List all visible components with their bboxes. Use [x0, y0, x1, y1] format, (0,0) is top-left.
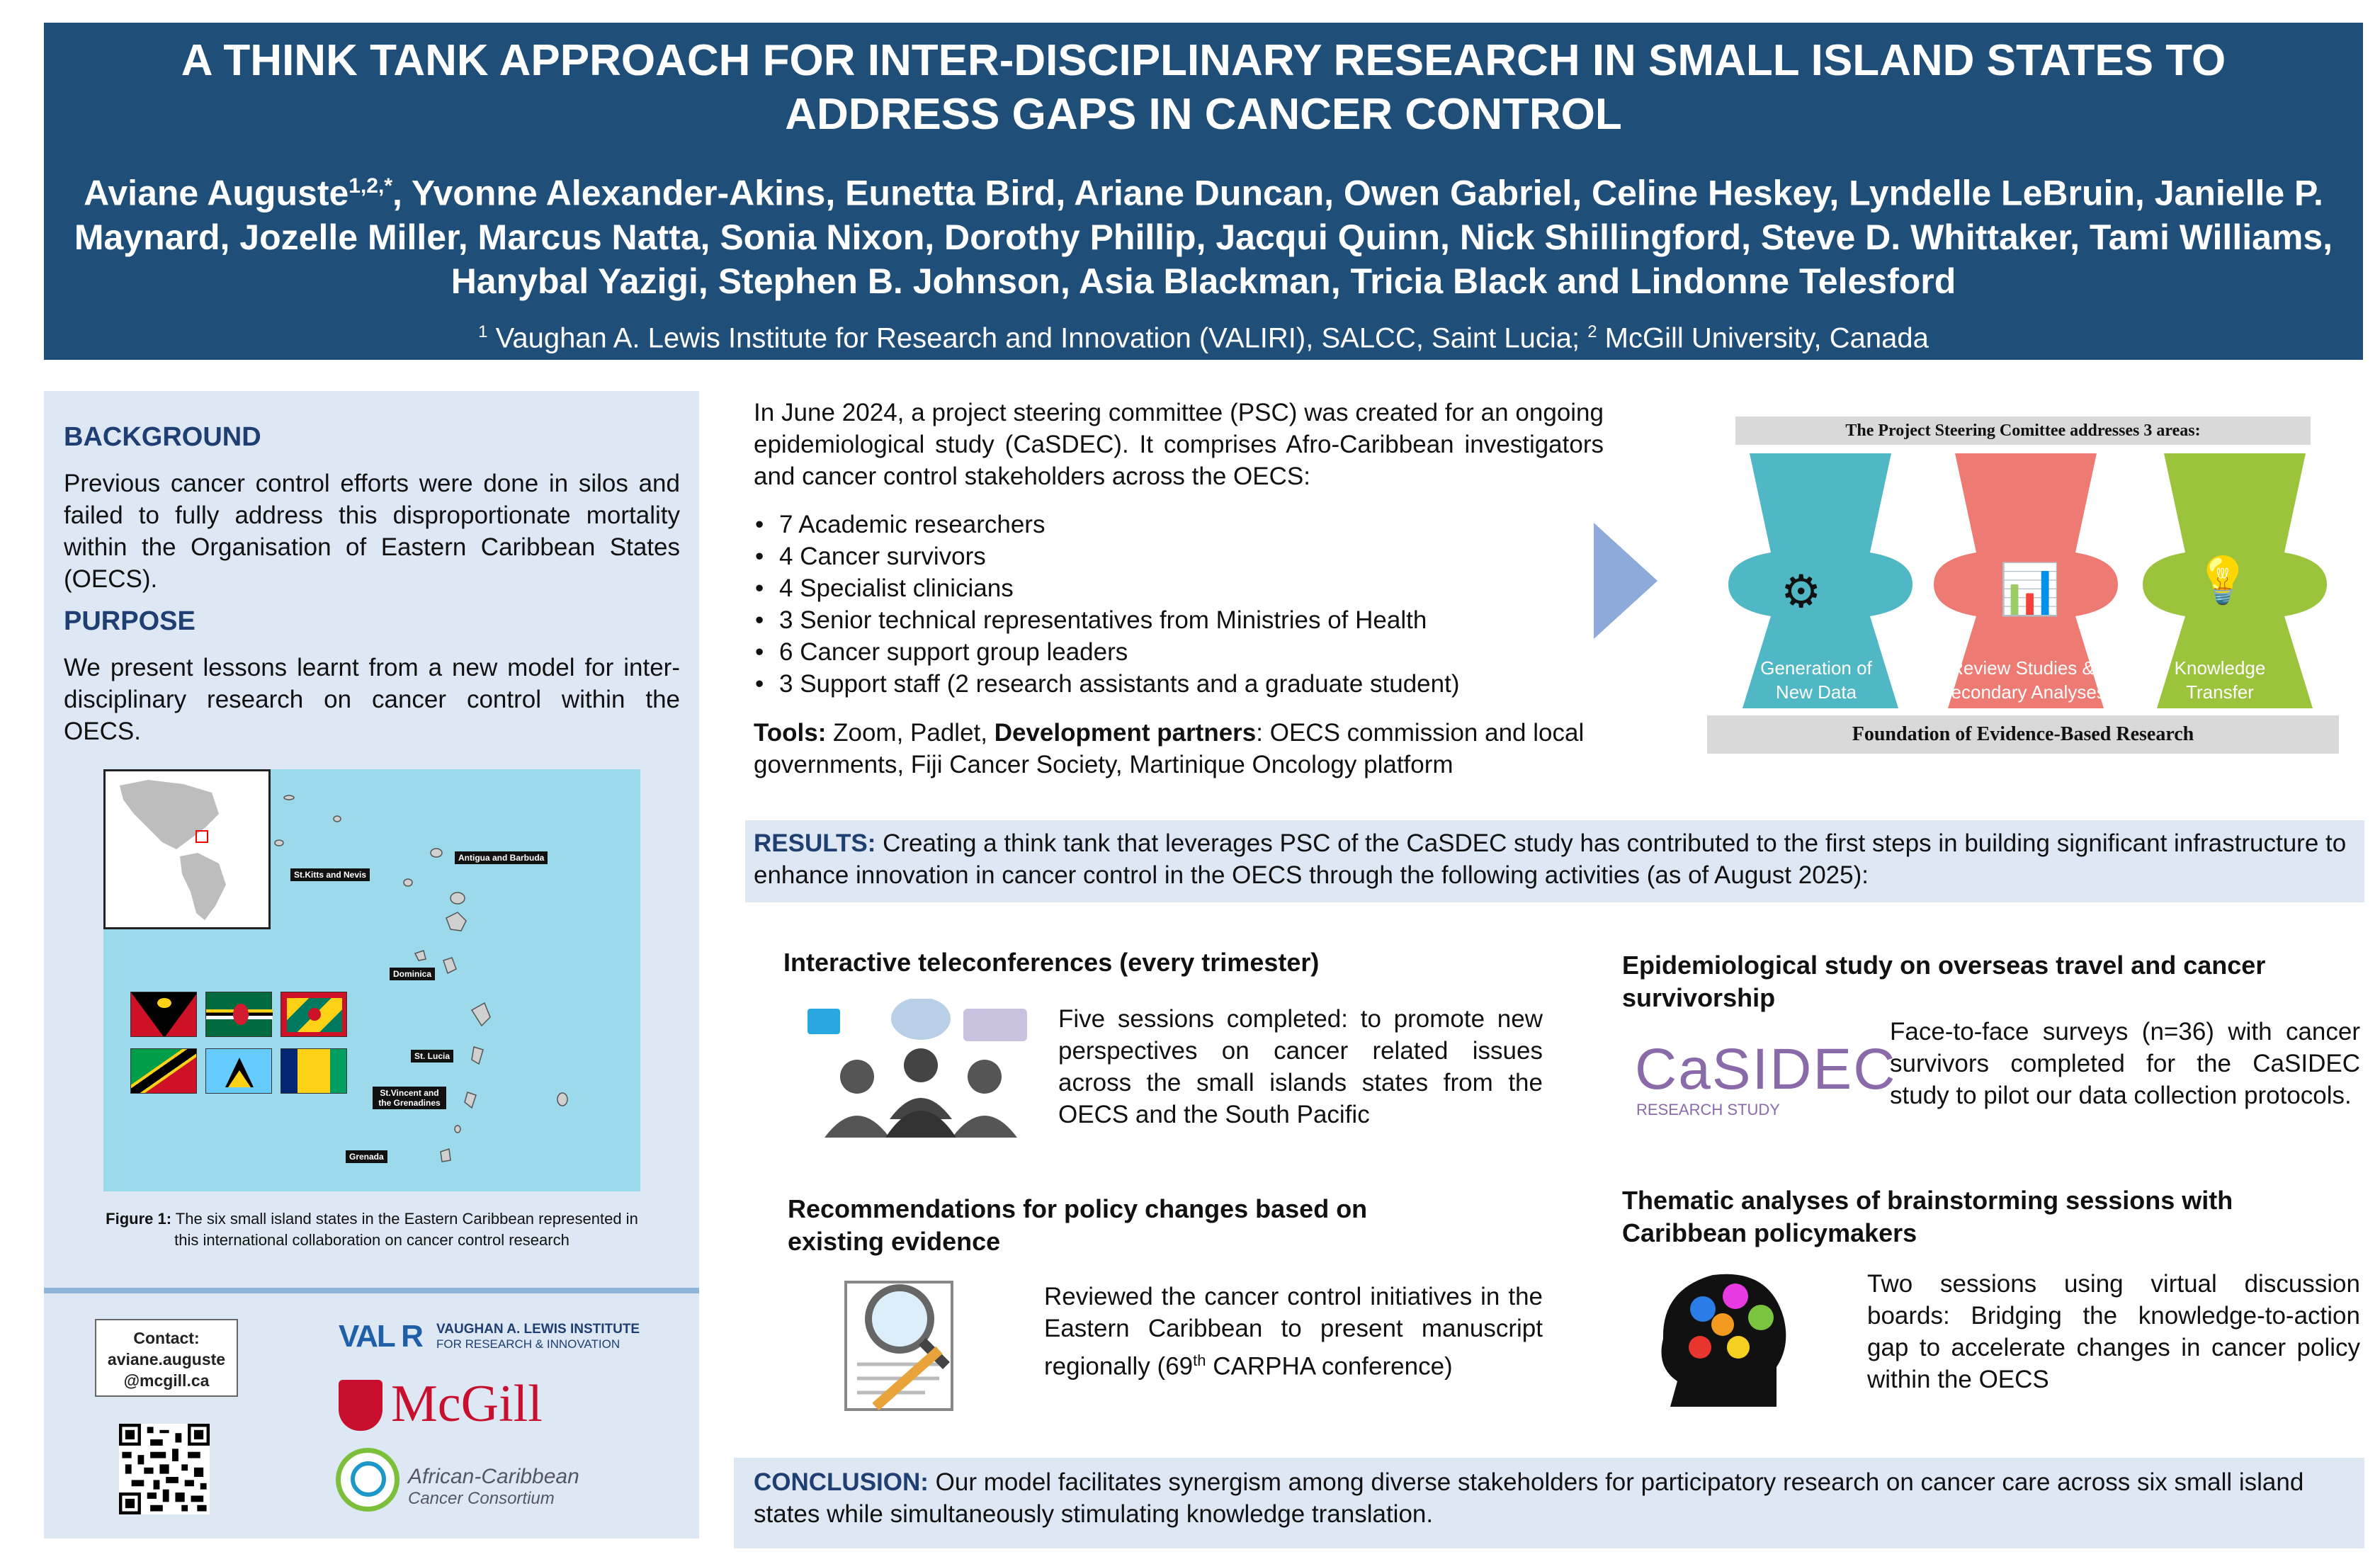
policy-heading: Recommendations for policy changes based… [788, 1194, 1368, 1256]
figure-caption: Figure 1: The six small island states in… [92, 1208, 652, 1251]
policy-text-2: CARPHA conference) [1206, 1352, 1453, 1381]
policy-text-1: Reviewed the cancer control initiatives … [1044, 1283, 1543, 1381]
knowledge-bulb-icon: 💡 [2194, 555, 2251, 606]
map-label-st-vincent: St.Vincent and the Grenadines [373, 1087, 446, 1109]
valiri-logo: VAL R VAUGHAN A. LEWIS INSTITUTE FOR RES… [339, 1320, 650, 1353]
policy-text-sup: th [1193, 1352, 1206, 1369]
map-label-dominica: Dominica [390, 968, 436, 980]
left-panel-divider [44, 1288, 699, 1293]
map-label-st-lucia: St. Lucia [411, 1050, 454, 1062]
psc-diagram-header: The Project Steering Comittee addresses … [1735, 416, 2311, 445]
americas-inset-map [103, 769, 271, 929]
grenada-flag [280, 992, 347, 1037]
affil-sup-2: 2 [1587, 322, 1597, 341]
pillar-label-transfer: Knowledge Transfer [2174, 657, 2266, 703]
policy-text: Reviewed the cancer control initiatives … [1044, 1281, 1543, 1383]
background-heading: BACKGROUND [64, 422, 261, 452]
contact-label: Contact: [133, 1329, 200, 1347]
data-funnel-icon: ⚙ [1781, 566, 1822, 617]
report-magnifier-icon: 📊 [1999, 562, 2061, 617]
valiri-logo-mark: VAL R [339, 1319, 424, 1354]
tools-label: Tools: [754, 719, 827, 747]
head-gears-icon [1661, 1274, 1786, 1407]
casidec-logo-sub: RESEARCH STUDY [1636, 1101, 1780, 1118]
mcgill-crest-icon [339, 1380, 382, 1431]
arrow-right-icon [1594, 523, 1658, 639]
contact-email-1[interactable]: aviane.auguste [107, 1350, 226, 1368]
contact-email-2[interactable]: @mcgill.ca [123, 1371, 210, 1390]
other-authors: , Yvonne Alexander-Akins, Eunetta Bird, … [74, 173, 2333, 301]
psc-pillars-diagram [1728, 453, 2327, 708]
poster-title: A THINK TANK APPROACH FOR INTER-DISCIPLI… [181, 36, 2226, 139]
oecs-map: St.Kitts and Nevis Antigua and Barbuda D… [103, 769, 640, 1191]
list-item: 3 Senior technical representatives from … [754, 604, 1604, 636]
map-label-grenada: Grenada [346, 1150, 387, 1163]
purpose-heading: PURPOSE [64, 606, 196, 636]
partners-text: : OECS commission and local governments,… [754, 719, 1585, 778]
antigua-flag [130, 992, 197, 1037]
first-author: Aviane Auguste [84, 173, 349, 213]
tele-text: Five sessions completed: to promote new … [1058, 1005, 1543, 1128]
intro-text: In June 2024, a project steering committ… [754, 399, 1604, 490]
partners-label: Development partners [994, 719, 1257, 747]
pillar-label-review: Review Studies & Secondary Analyses [1939, 657, 2106, 703]
affiliations: 1 Vaughan A. Lewis Institute for Researc… [44, 314, 2363, 356]
thematic-heading: Thematic analyses of brainstorming sessi… [1622, 1186, 2233, 1247]
tools-partners: Tools: Zoom, Padlet, Development partner… [754, 717, 1604, 781]
casidec-logo: CaSIDEC [1635, 1037, 1897, 1101]
epi-heading: Epidemiological study on overseas travel… [1622, 951, 2266, 1012]
map-label-st-kitts: St.Kitts and Nevis [290, 868, 370, 881]
dominica-flag [205, 992, 273, 1037]
pillar-shape [1934, 453, 2118, 708]
affil-1: Vaughan A. Lewis Institute for Research … [487, 322, 1588, 354]
epi-text: Face-to-face surveys (n=36) with cancer … [1890, 1018, 2360, 1109]
conclusion-body: Our model facilitates synergism among di… [754, 1468, 2304, 1528]
figure-caption-text: The six small island states in the Easte… [171, 1210, 638, 1249]
list-item: 4 Specialist clinicians [754, 572, 1604, 604]
first-author-superscript: 1,2,* [348, 174, 392, 198]
affil-sup-1: 1 [478, 322, 488, 341]
author-list: Aviane Auguste1,2,*, Yvonne Alexander-Ak… [44, 164, 2363, 303]
contact-box: Contact: aviane.auguste @mcgill.ca [95, 1319, 238, 1397]
st-vincent-flag [280, 1048, 347, 1094]
pillar-label-data: Generation of New Data [1760, 657, 1872, 703]
st-kitts-flag [130, 1048, 197, 1094]
acc-logo-line2: Cancer Consortium [408, 1489, 555, 1508]
st-lucia-flag [205, 1048, 272, 1094]
results-text: RESULTS: Creating a think tank that leve… [754, 827, 2354, 891]
purpose-text: We present lessons learnt from a new mod… [64, 654, 680, 745]
list-item: 4 Cancer survivors [754, 540, 1604, 572]
thematic-text: Two sessions using virtual discussion bo… [1867, 1270, 2360, 1393]
results-label: RESULTS: [754, 829, 876, 857]
acc-logo-icon [336, 1448, 400, 1512]
results-box [745, 820, 2364, 902]
list-item: 7 Academic researchers [754, 509, 1604, 540]
figure-label: Figure 1: [106, 1210, 172, 1228]
tele-heading: Interactive teleconferences (every trime… [783, 948, 1320, 977]
psc-diagram-footer: Foundation of Evidence-Based Research [1707, 715, 2339, 754]
island-shapes [274, 795, 568, 1162]
valiri-logo-line2: FOR RESEARCH & INNOVATION [436, 1337, 620, 1351]
qr-code[interactable] [119, 1424, 210, 1514]
conclusion-text: CONCLUSION: Our model facilitates synerg… [754, 1466, 2362, 1530]
affil-2: McGill University, Canada [1597, 322, 1929, 354]
conclusion-box [734, 1458, 2364, 1548]
map-label-antigua: Antigua and Barbuda [455, 851, 548, 864]
acc-logo-line1: African-Caribbean [408, 1465, 579, 1488]
psc-member-list: 7 Academic researchers 4 Cancer survivor… [754, 509, 1604, 700]
pillar-shape [1728, 453, 1912, 708]
people-chat-icon [808, 999, 1027, 1138]
list-item: 6 Cancer support group leaders [754, 636, 1604, 668]
results-body: Creating a think tank that leverages PSC… [754, 829, 2347, 889]
tools-text: Zoom, Padlet, [826, 719, 994, 747]
mcgill-logo: McGill [391, 1375, 543, 1433]
conclusion-label: CONCLUSION: [754, 1468, 929, 1496]
document-magnifier-icon [844, 1281, 953, 1411]
valiri-logo-line1: VAUGHAN A. LEWIS INSTITUTE [436, 1322, 640, 1337]
list-item: 3 Support staff (2 research assistants a… [754, 668, 1604, 700]
background-text: Previous cancer control efforts were don… [64, 470, 680, 593]
pillar-shape [2143, 453, 2327, 708]
poster-header: A THINK TANK APPROACH FOR INTER-DISCIPLI… [44, 23, 2363, 360]
